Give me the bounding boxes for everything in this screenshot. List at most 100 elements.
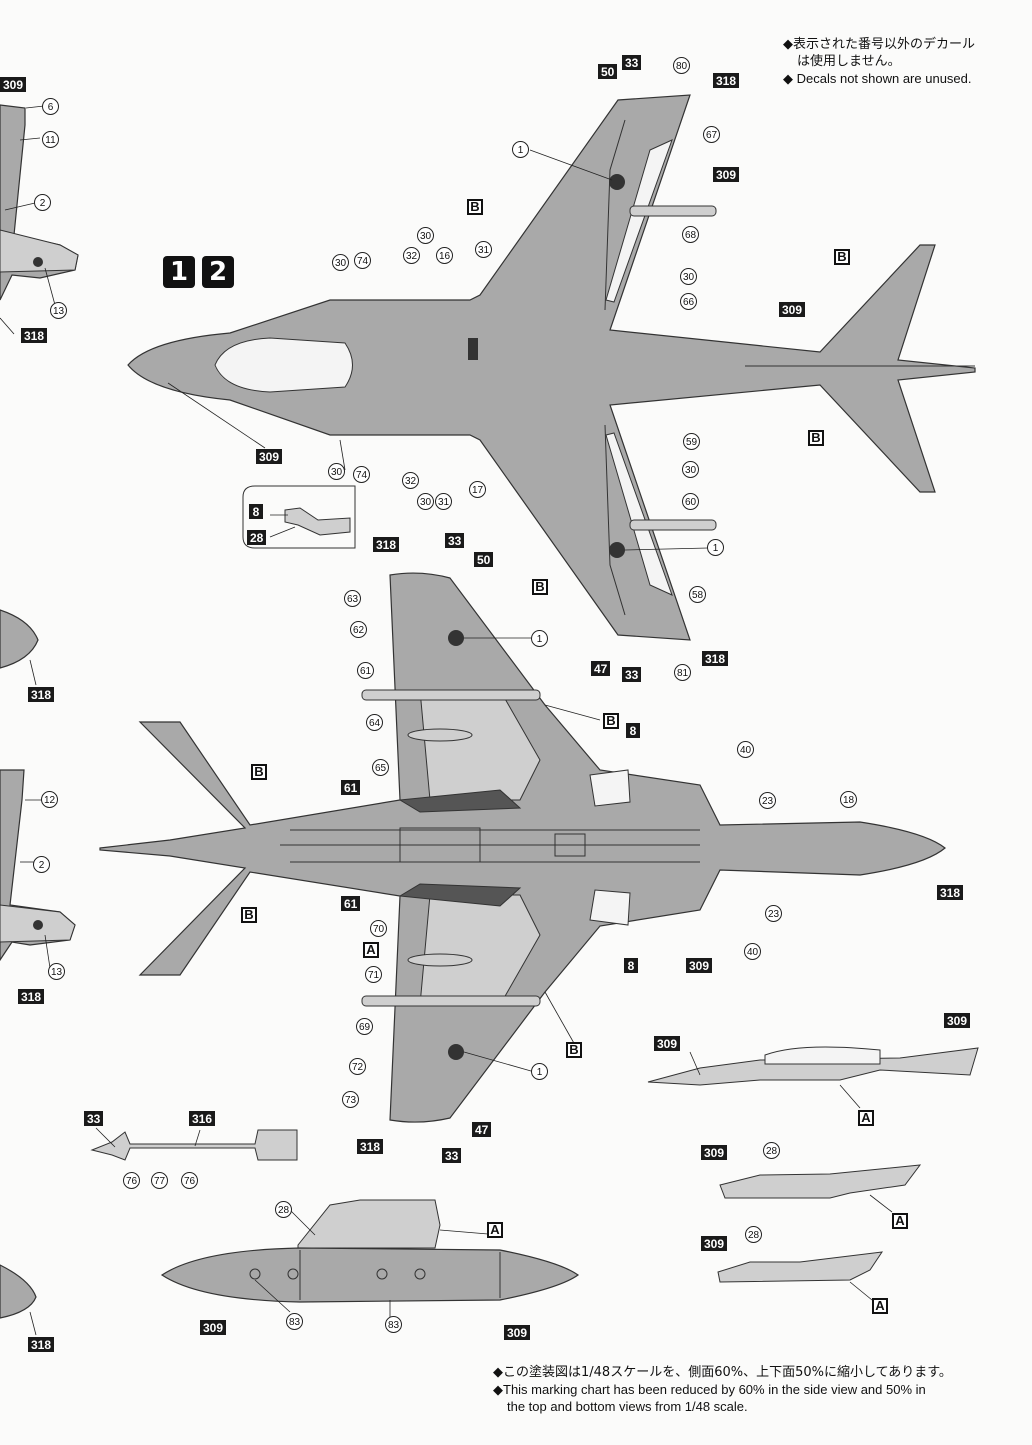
callout: 28 [275,1201,292,1218]
decal-number: 309 [654,1036,681,1051]
callout: 70 [370,920,387,937]
decal-number: 309 [701,1145,728,1160]
callout: 23 [759,792,776,809]
missile-drawing [90,1127,298,1161]
scheme-number-2: 2 [202,256,234,288]
callout: 76 [181,1172,198,1189]
pod-side-and-bottom-view [160,1199,580,1318]
decal-number: 33 [442,1148,462,1163]
left-partial-side-view-middle [0,769,76,969]
left-partial-nose-views [0,609,39,1336]
decal-number: 309 [713,167,740,182]
callout: 72 [349,1058,366,1075]
decal-letter: B [532,579,548,595]
scale-note-en-2: the top and bottom views from 1/48 scale… [507,1399,748,1414]
decal-number: 309 [200,1320,227,1335]
decal-number: 309 [686,958,713,973]
decal-number: 318 [357,1139,384,1154]
callout: 31 [435,493,452,510]
callout: 59 [683,433,700,450]
callout: 32 [402,472,419,489]
decal-number: 318 [28,1337,55,1352]
right-side-profiles [647,1046,979,1301]
decal-number: 8 [624,958,638,973]
unused-decals-note: ◆表示された番号以外のデカール は使用しません。 ◆ Decals not sh… [783,36,1013,87]
bottom-view-aircraft [99,572,946,1123]
decal-letter: A [892,1213,908,1229]
callout: 61 [357,662,374,679]
callout: 32 [403,247,420,264]
callout: 1 [707,539,724,556]
decal-letter: B [603,713,619,729]
callout: 73 [342,1091,359,1108]
decal-number: 50 [474,552,494,567]
callout: 17 [469,481,486,498]
decal-number: 318 [373,537,400,552]
scale-note-en-1: ◆This marking chart has been reduced by … [493,1382,926,1397]
callout: 23 [765,905,782,922]
callout: 13 [48,963,65,980]
callout: 76 [123,1172,140,1189]
callout: 30 [417,493,434,510]
callout: 80 [673,57,690,74]
callout: 69 [356,1018,373,1035]
callout: 12 [41,791,58,808]
decal-letter: B [808,430,824,446]
decal-letter: B [834,249,850,265]
scale-note-jp: ◆この塗装図は1/48スケールを、側面60%、上下面50%に縮小してあります。 [493,1365,952,1380]
decal-number: 309 [256,449,283,464]
callout: 74 [354,252,371,269]
decal-number: 316 [189,1111,216,1126]
scale-note: ◆この塗装図は1/48スケールを、側面60%、上下面50%に縮小してあります。 … [493,1364,1023,1415]
decal-number: 318 [28,687,55,702]
callout: 11 [42,131,59,148]
callout: 2 [34,194,51,211]
top-view-aircraft [127,94,976,641]
note-en: ◆ Decals not shown are unused. [783,71,972,86]
decal-letter: B [467,199,483,215]
decal-number: 47 [591,661,611,676]
callout: 30 [682,461,699,478]
decal-number: 50 [598,64,618,79]
callout: 62 [350,621,367,638]
callout: 40 [737,741,754,758]
callout: 74 [353,466,370,483]
callout: 77 [151,1172,168,1189]
callout: 30 [680,268,697,285]
callout: 40 [744,943,761,960]
decal-letter: B [566,1042,582,1058]
decal-letter: B [251,764,267,780]
scheme-number-1: 1 [163,256,195,288]
callout: 71 [365,966,382,983]
callout: 63 [344,590,361,607]
callout: 64 [366,714,383,731]
callout: 68 [682,226,699,243]
callout: 30 [417,227,434,244]
decal-number: 309 [944,1013,971,1028]
decal-number: 309 [0,77,27,92]
decal-number: 318 [21,328,48,343]
nozzle-detail-inset [242,485,356,549]
callout: 6 [42,98,59,115]
callout: 67 [703,126,720,143]
decal-letter: B [241,907,257,923]
callout: 66 [680,293,697,310]
callout: 18 [840,791,857,808]
callout: 2 [33,856,50,873]
callout: 58 [689,586,706,603]
decal-letter: A [487,1222,503,1238]
callout: 83 [286,1313,303,1330]
left-partial-side-view-top [0,104,79,335]
callout: 30 [328,463,345,480]
decal-number: 318 [937,885,964,900]
callout: 1 [531,1063,548,1080]
decal-number: 309 [504,1325,531,1340]
callout: 31 [475,241,492,258]
decal-number: 33 [445,533,465,548]
decal-number: 47 [472,1122,492,1137]
callout: 60 [682,493,699,510]
decal-number: 28 [247,530,267,545]
decal-number: 33 [622,55,642,70]
callout: 81 [674,664,691,681]
